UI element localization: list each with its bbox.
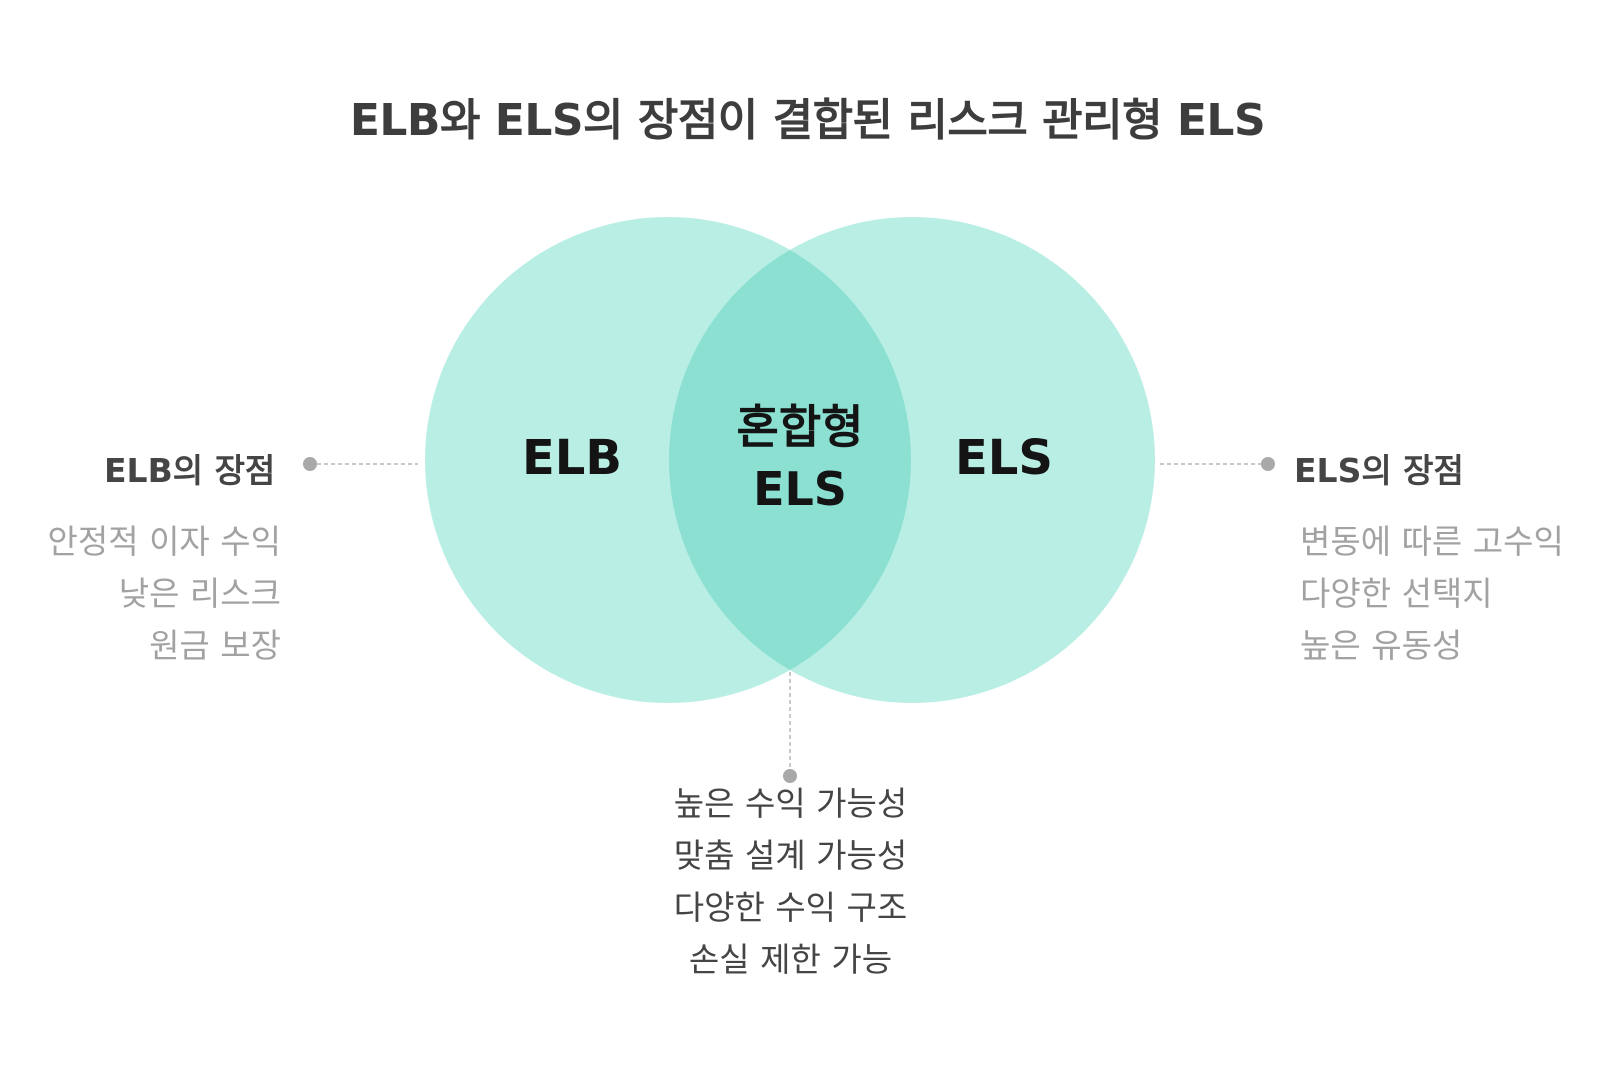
list-item: 낮은 리스크 [118,574,281,613]
list-item: 높은 수익 가능성 [673,784,908,823]
list-item: 변동에 따른 고수익 [1300,522,1564,561]
right-connector-dot [1261,457,1275,471]
elb-advantages-list: 안정적 이자 수익 낮은 리스크 원금 보장 [0,516,282,672]
center-connector-dot [783,769,797,783]
overlap-label: 혼합형 ELS [700,396,900,520]
list-item: 다양한 선택지 [1300,574,1493,613]
elb-advantages-heading: ELB의 장점 [104,451,276,490]
list-item: 맞춤 설계 가능성 [673,836,908,875]
list-item: 높은 유동성 [1300,626,1463,665]
diagram-title: ELB와 ELS의 장점이 결합된 리스크 관리형 ELS [349,95,1266,146]
overlap-label-line2: ELS [753,462,847,516]
list-item: 손실 제한 가능 [688,940,893,979]
els-circle-label: ELS [955,430,1053,486]
els-advantages-heading: ELS의 장점 [1294,451,1464,490]
list-item: 안정적 이자 수익 [47,522,282,561]
elb-circle-label: ELB [522,430,622,486]
els-advantages-list: 변동에 따른 고수익 다양한 선택지 높은 유동성 [1300,516,1564,672]
overlap-region [669,217,911,703]
left-connector-dot [303,457,317,471]
list-item: 다양한 수익 구조 [673,888,908,927]
list-item: 원금 보장 [149,626,281,665]
overlap-label-line1: 혼합형 [736,400,864,454]
hybrid-els-advantages-list: 높은 수익 가능성 맞춤 설계 가능성 다양한 수익 구조 손실 제한 가능 [0,778,1581,986]
